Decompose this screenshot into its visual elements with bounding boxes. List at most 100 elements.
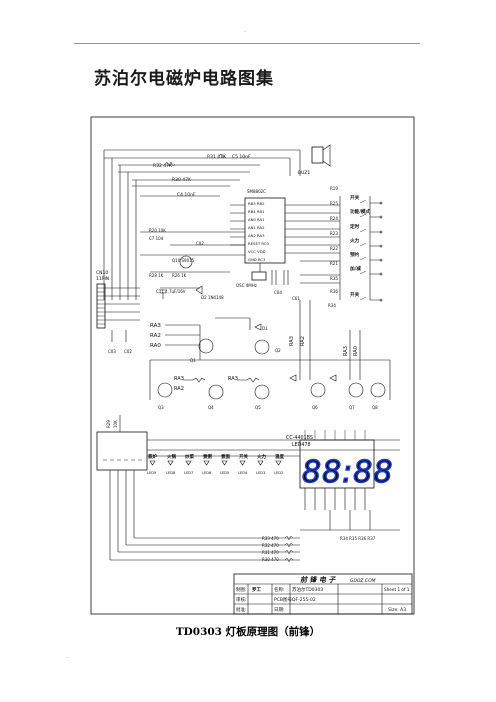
title-block: 前 锋 电 子 GDDZ.COM 制图: 罗工 名称: 苏泊尔TD0303 Sh…: [233, 573, 413, 615]
r21-label: R21: [330, 261, 338, 266]
r31-label: R31 47K: [207, 154, 227, 160]
led-label-6: 火力: [257, 453, 266, 460]
connector-cn10: CN10 11PIN C03 C02: [96, 270, 140, 354]
svg-text:C02: C02: [196, 241, 204, 246]
r35-label: R35: [330, 276, 338, 281]
svg-text:RA3: RA3: [343, 346, 349, 356]
r32-label: R32 47K: [153, 163, 173, 169]
r31-bottom: R31 470: [262, 550, 279, 555]
led-ref-2: LED7: [184, 471, 193, 475]
svg-text:RA3: RA3: [174, 376, 184, 382]
figure-caption: TD0303 灯板原理图（前锋）: [175, 626, 321, 638]
title-block-company: 前 锋 电 子: [300, 575, 336, 584]
title-block-check-label: 审核:: [236, 596, 247, 603]
led-ref-6: LED3: [256, 471, 265, 475]
r22-label: R22: [330, 246, 338, 251]
svg-text:RA3: RA3: [228, 376, 238, 382]
svg-text:C61: C61: [292, 296, 300, 301]
key-label-0: 开关: [350, 194, 360, 201]
svg-text:R34 R35 R36 R37: R34 R35 R36 R37: [340, 536, 376, 541]
bottom-resistors: R33 470 R32 470 R31 470 R30 470 R34 R35 …: [109, 470, 400, 563]
r19-label: R19: [330, 186, 338, 191]
title-block-drawn: 罗工: [252, 586, 261, 593]
title-block-site: GDDZ.COM: [350, 578, 376, 584]
c11-label: C11 4.7uF/16V: [156, 289, 186, 294]
r28-label: R28 1K: [149, 273, 164, 278]
led-label-5: 开关: [239, 453, 248, 460]
svg-text:RA3: RA3: [289, 336, 295, 346]
top-wiring: R32 47K R31 47K C5 10nF C4 10nF R30 47K: [103, 149, 301, 300]
title-block-board-label: PCB图号:: [274, 597, 293, 603]
connector-pins: 11PIN: [96, 276, 109, 282]
q10-label: Q10 S9015: [172, 258, 195, 263]
led-ref-1: LED8: [166, 471, 176, 475]
title-block-name-label: 名称:: [274, 586, 285, 593]
led-label-2: 炒菜: [185, 453, 194, 460]
mcu-chip: SM8802C RB3 RB2 RB4 RB1 AN0 RA1 AN1 RA2 …: [230, 189, 300, 264]
buzzer-label: BUZ1: [298, 170, 310, 176]
transistor-q6: Q6: [312, 405, 318, 410]
c5-label: C5 10nF: [232, 154, 251, 160]
transistor-q8: Q8: [372, 405, 378, 410]
r20-label: R20 10K: [149, 228, 166, 233]
key-label-1: 功能/模式: [350, 208, 370, 215]
key-label-2: 定时: [350, 223, 360, 230]
svg-text:RA2: RA2: [174, 386, 184, 392]
svg-text:R29: R29: [106, 420, 111, 428]
r25-label: R25: [330, 201, 338, 206]
svg-text:C04: C04: [274, 290, 282, 295]
led-ref-7: LED2: [274, 471, 283, 475]
svg-text:RA2: RA2: [300, 336, 306, 346]
header-dot: ·: [244, 28, 247, 36]
key-label-5: 加/减: [349, 265, 361, 272]
buzzer: BUZ1: [298, 144, 331, 176]
transistor-q7: Q7: [349, 405, 355, 410]
key-label-4: 预约: [350, 251, 360, 258]
svg-text:RESET RC0: RESET RC0: [248, 241, 269, 246]
led-ref-4: LED5: [220, 471, 229, 475]
transistor-q5: Q5: [255, 405, 261, 410]
mcu-label-top: SM8802C: [247, 189, 266, 194]
footer-dot: ·: [66, 654, 69, 662]
title-block-approve-label: 批准:: [236, 606, 247, 613]
c7-label: C7 104: [149, 236, 164, 241]
connector-name: CN10: [96, 270, 108, 276]
r30-label: R30 47K: [172, 177, 192, 183]
title-block-sheet: Sheet 1 of 1: [384, 587, 410, 592]
r36-label: R36: [330, 289, 338, 294]
transistor-q3: Q3: [158, 405, 164, 410]
svg-text:VCC VDD: VCC VDD: [248, 249, 266, 254]
svg-text:C02: C02: [124, 349, 132, 354]
r23-label: R23: [330, 231, 338, 236]
bus-ra3: RA3: [150, 323, 161, 329]
svg-text:D1: D1: [262, 326, 268, 331]
svg-text:AN2 RA3: AN2 RA3: [248, 233, 265, 238]
r33-bottom: R33 470: [262, 536, 279, 541]
display-name: CC-4401BS: [286, 435, 313, 441]
led-label-0: 蒸炉: [148, 453, 157, 460]
transistor-band: RA3 RA2 RA0 Q1 Q2 D1 RA3 RA2 RA3 RA0: [149, 300, 391, 400]
d2-label: D2 1N4148: [201, 295, 224, 300]
led-label-3: 煮粥: [202, 453, 212, 460]
led-label-4: 煮面: [220, 453, 230, 460]
display-sub: LED478: [292, 442, 311, 448]
led-row: 蒸炉 火锅 炒菜 煮粥 煮面 开关 火力 温度 LED9 LED8 LED7 L…: [147, 453, 300, 475]
key-label-6: 开关: [350, 291, 360, 298]
title-block-name: 苏泊尔TD0303: [292, 586, 323, 593]
svg-text:AN1 RA2: AN1 RA2: [248, 225, 265, 230]
driver-ic: R29 10K: [96, 415, 400, 471]
r24-label: R24: [330, 216, 338, 221]
r26-label: R26 1K: [172, 273, 187, 278]
svg-text:RB3 RB2: RB3 RB2: [248, 201, 265, 206]
transistor-q4: Q4: [208, 405, 214, 410]
transistor-row: Q3 Q4 Q5 Q6 Q7 Q8 RA3 RA2 RA3: [157, 374, 386, 410]
c4-label: C4 10nF: [177, 192, 196, 198]
r34-label: R34: [328, 303, 336, 308]
display-digits: 88:88: [302, 455, 393, 490]
transistor-q2: Q2: [275, 348, 281, 353]
led-ref-5: LED4: [238, 471, 248, 475]
seven-segment-display: CC-4401BS LED478 88:88: [286, 430, 393, 510]
bus-ra2: RA2: [150, 333, 161, 339]
transistor-q1: Q1: [190, 358, 196, 363]
